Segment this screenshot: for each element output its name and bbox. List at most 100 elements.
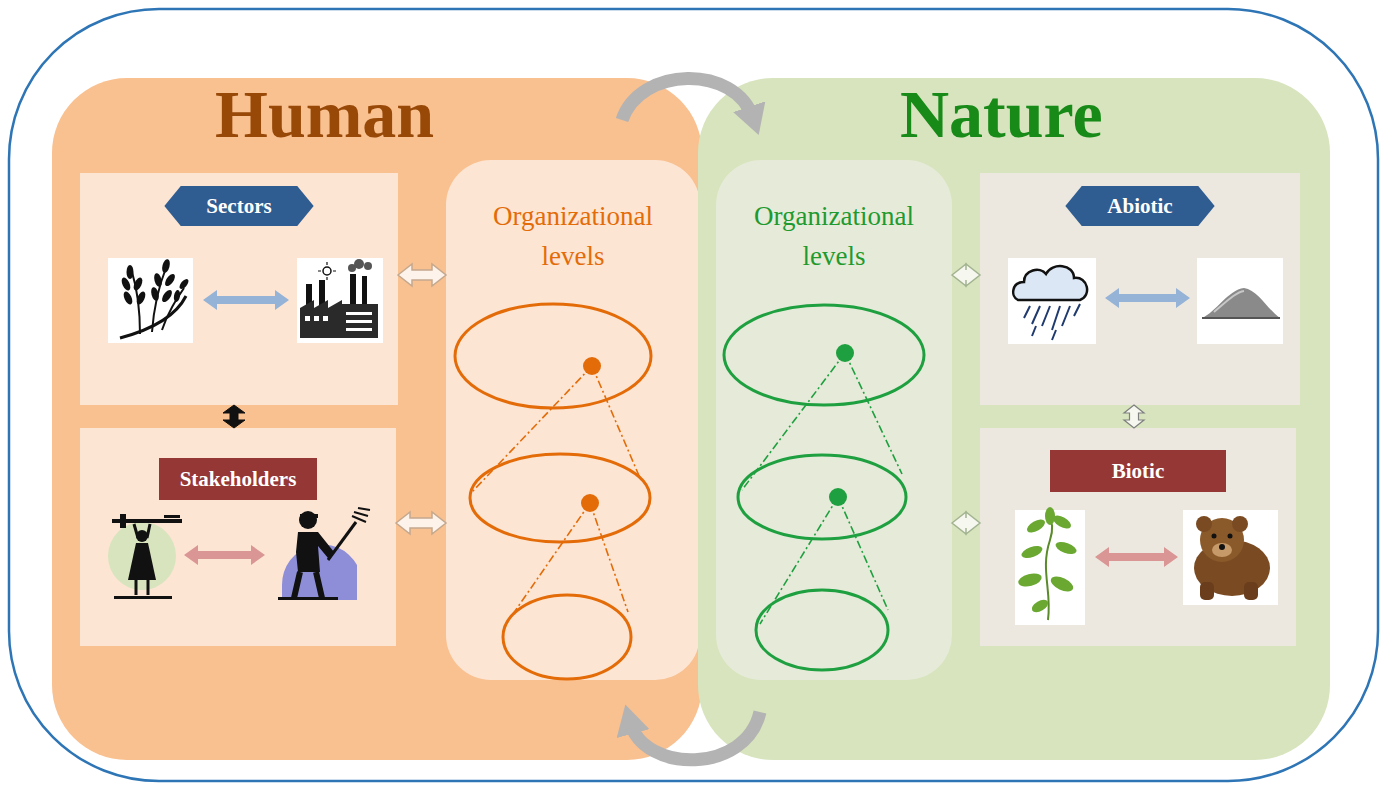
soil-pile-icon — [1202, 288, 1280, 318]
human-levels-figure — [455, 304, 651, 408]
farmer-icon — [300, 514, 318, 518]
organizational-levels-panel: Organizational levels — [716, 160, 952, 680]
human-levels-figure — [583, 357, 601, 375]
scientist-icon — [128, 543, 156, 580]
nature-region: NatureOrganizational levels AbioticBiotic — [698, 78, 1330, 760]
bear-icon — [1244, 582, 1258, 600]
scientist-icon — [108, 522, 176, 590]
link-arrow — [398, 264, 446, 286]
factory-icon — [348, 264, 356, 272]
factory-icon — [346, 320, 372, 323]
factory-icon — [305, 312, 372, 331]
scientist-icon — [134, 524, 150, 538]
panel-heading: Organizational levels — [728, 196, 940, 276]
plant-icon — [1030, 597, 1051, 615]
scientist-icon — [136, 530, 148, 542]
nature-levels-figure — [724, 305, 924, 670]
farmer-icon — [296, 532, 334, 572]
scientist-icon — [136, 580, 148, 595]
factory-icon — [350, 274, 356, 304]
human-levels-figure — [581, 494, 599, 512]
plant-icon — [1025, 517, 1047, 536]
stakeholders-panel: Stakeholders — [80, 428, 396, 646]
bear-icon — [1232, 516, 1248, 532]
scientist-icon — [120, 514, 126, 528]
plant-icon — [1020, 544, 1044, 561]
nature-levels-figure — [829, 488, 847, 506]
soil-pile-icon — [1202, 317, 1280, 319]
farmer-icon — [282, 544, 357, 600]
link-arrow — [952, 264, 980, 286]
scientist-icon — [114, 596, 172, 599]
interaction-arrow — [184, 545, 265, 565]
farmer-icon — [278, 597, 338, 600]
abiotic-panel: Abiotic — [980, 173, 1300, 405]
soil-pile-icon — [1214, 291, 1244, 312]
human-levels-figure — [455, 304, 651, 679]
organizational-levels-panel: Organizational levels — [446, 160, 700, 680]
factory-icon — [364, 262, 372, 270]
farmer-icon — [278, 508, 370, 600]
factory-icon — [297, 258, 383, 343]
factory-icon — [297, 258, 383, 343]
factory-icon — [305, 316, 310, 321]
biotic-panel: Biotic — [980, 428, 1296, 646]
factory-icon — [319, 280, 325, 310]
plant-icon — [1046, 514, 1052, 620]
panel-tag: Biotic — [1050, 450, 1227, 492]
plant-icon — [1051, 513, 1073, 532]
farmer-icon — [294, 572, 322, 598]
wheat-icon — [122, 290, 134, 306]
factory-icon — [318, 262, 336, 280]
bear-icon — [1183, 510, 1278, 605]
interaction-arrow — [1105, 288, 1190, 308]
sectors-panel: Sectors — [80, 173, 398, 405]
bear-icon — [1212, 543, 1232, 557]
farmer-icon — [352, 508, 370, 522]
link-arrow — [223, 405, 245, 428]
nature-levels-figure — [836, 344, 854, 362]
nature-levels-figure — [756, 590, 888, 670]
factory-icon — [362, 276, 367, 304]
wheat-icon — [108, 258, 193, 343]
rain-cloud-icon — [1008, 258, 1096, 344]
wheat-icon — [135, 290, 147, 306]
bear-icon — [1194, 540, 1270, 596]
factory-icon — [346, 328, 372, 331]
rain-cloud-icon — [1024, 304, 1080, 340]
factory-icon — [314, 316, 319, 321]
factory-icon — [300, 300, 378, 338]
panel-tag: Stakeholders — [159, 458, 318, 500]
wheat-icon — [132, 268, 184, 334]
bear-icon — [1219, 544, 1225, 550]
human-levels-figure — [472, 366, 640, 624]
wheat-icon — [127, 265, 134, 279]
wheat-icon — [108, 258, 193, 343]
wheat-icon — [120, 258, 190, 305]
interaction-arrow — [184, 288, 1190, 567]
region-title: Human — [52, 80, 702, 148]
nature-levels-figure — [724, 305, 924, 405]
bear-icon — [1200, 582, 1214, 600]
scientist-icon — [108, 514, 182, 599]
factory-icon — [323, 316, 328, 321]
rain-cloud-icon — [1013, 266, 1087, 300]
cycle-arrow — [622, 78, 753, 120]
panel-tag: Sectors — [164, 186, 313, 226]
bear-icon — [1228, 534, 1233, 539]
wheat-icon — [163, 272, 177, 287]
link-arrow — [396, 512, 446, 534]
nature-levels-figure — [738, 455, 906, 539]
plant-icon — [1049, 573, 1076, 594]
human-levels-figure — [470, 454, 650, 542]
wheat-icon — [153, 272, 163, 287]
link-arrow — [1124, 405, 1144, 428]
panel-heading: Organizational levels — [467, 196, 679, 276]
bear-icon — [1183, 510, 1278, 605]
region-title: Nature — [698, 80, 1330, 148]
human-region: HumanSectorsStakeholders Organizational l… — [52, 78, 702, 760]
plant-icon — [1015, 507, 1085, 625]
factory-icon — [323, 267, 331, 275]
factory-icon — [354, 259, 364, 269]
